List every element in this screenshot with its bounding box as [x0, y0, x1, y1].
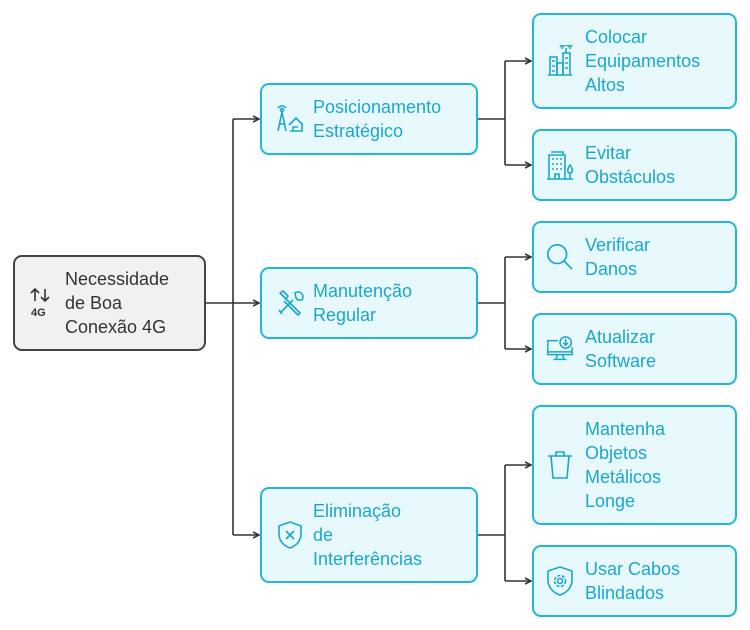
branch-maintenance-label: Manutenção Regular	[313, 281, 413, 325]
leaf-check-damage: Verificar Danos	[532, 221, 737, 293]
building-tree-icon	[545, 149, 575, 181]
svg-text:4G: 4G	[31, 307, 46, 319]
branch-maintenance: Manutenção Regular	[260, 267, 478, 339]
branch-interference-label: Eliminação de Interferências	[313, 501, 423, 569]
branch-interference: Eliminação de Interferências	[260, 487, 478, 583]
leaf-tall-equipment: Colocar Equipamentos Altos	[532, 13, 737, 109]
root-label: Necessidade de Boa Conexão 4G	[65, 269, 170, 337]
trash-icon	[545, 449, 575, 481]
leaf-metal-objects-label: Mantenha Objetos Metálicos Longe	[585, 419, 666, 511]
leaf-shielded-cables: Usar Cabos Blindados	[532, 545, 737, 617]
antenna-house-icon	[275, 104, 305, 134]
branch-positioning: Posicionamento Estratégico	[260, 83, 478, 155]
connector-interference	[478, 465, 506, 581]
leaf-update-software: Atualizar Software	[532, 313, 737, 385]
tools-icon	[275, 288, 305, 318]
leaf-tall-equipment-label: Colocar Equipamentos Altos	[585, 27, 701, 95]
connector-maintenance	[478, 257, 506, 349]
root-node: 4G Necessidade de Boa Conexão 4G	[13, 255, 206, 351]
leaf-avoid-obstacles-label: Evitar Obstáculos	[585, 143, 676, 187]
connector-positioning	[478, 61, 506, 165]
leaf-shielded-cables-label: Usar Cabos Blindados	[585, 559, 681, 603]
monitor-download-icon	[545, 334, 575, 364]
tall-buildings-signal-icon	[545, 45, 575, 77]
leaf-metal-objects: Mantenha Objetos Metálicos Longe	[532, 405, 737, 525]
leaf-check-damage-label: Verificar Danos	[585, 235, 651, 279]
connector-root-trunk	[206, 119, 234, 535]
leaf-avoid-obstacles: Evitar Obstáculos	[532, 129, 737, 201]
shield-gear-icon	[545, 565, 575, 597]
shield-x-icon	[275, 520, 305, 550]
branch-positioning-label: Posicionamento Estratégico	[313, 97, 442, 141]
magnifier-icon	[545, 241, 575, 273]
4g-signal-icon: 4G	[29, 286, 55, 320]
leaf-update-software-label: Atualizar Software	[585, 327, 657, 371]
